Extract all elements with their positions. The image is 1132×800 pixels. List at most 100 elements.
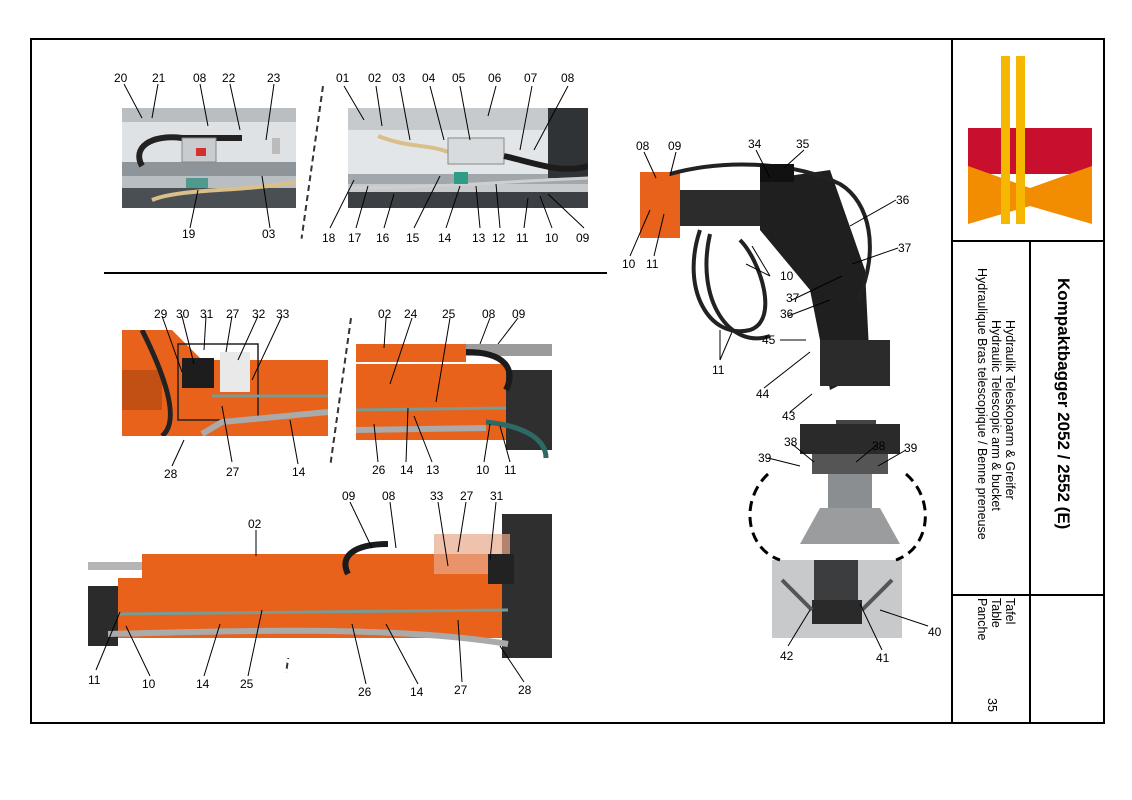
callout-label: 14 bbox=[196, 677, 210, 691]
callout-label: 10 bbox=[142, 677, 156, 691]
callout-label: 39 bbox=[904, 441, 918, 455]
callout-label: 37 bbox=[898, 241, 912, 255]
callout-label: 39 bbox=[758, 451, 772, 465]
callout-label: 45 bbox=[762, 333, 776, 347]
callout-label: 41 bbox=[876, 651, 890, 665]
callout-label: 14 bbox=[410, 685, 424, 699]
callout-label: 26 bbox=[358, 685, 372, 699]
callout-label: 11 bbox=[504, 463, 517, 477]
photo-arm-middle-right bbox=[356, 330, 552, 458]
drawing-frame bbox=[30, 38, 1105, 724]
callout-label: 11 bbox=[646, 257, 659, 271]
callout-label: 28 bbox=[518, 683, 532, 697]
photo-grab-cylinder bbox=[772, 560, 902, 638]
callout-label: 11 bbox=[712, 363, 725, 377]
callout-label: 03 bbox=[262, 227, 276, 241]
callout-label: 37 bbox=[786, 291, 800, 305]
callout-label: 38 bbox=[872, 439, 886, 453]
callout-label: 07 bbox=[524, 71, 538, 85]
callout-label: 29 bbox=[154, 307, 168, 321]
callout-label: 27 bbox=[454, 683, 468, 697]
callout-label: 13 bbox=[426, 463, 440, 477]
callout-label: 22 bbox=[222, 71, 236, 85]
panel-divider-line bbox=[104, 272, 607, 274]
photo-arm-top-left bbox=[122, 108, 296, 208]
callout-label: 09 bbox=[668, 139, 682, 153]
callout-label: 11 bbox=[88, 673, 101, 687]
callout-label: 40 bbox=[928, 625, 942, 639]
callout-label: 34 bbox=[748, 137, 762, 151]
callout-label: 06 bbox=[488, 71, 502, 85]
callout-label: 14 bbox=[400, 463, 414, 477]
callout-label: 25 bbox=[240, 677, 254, 691]
callout-label: 02 bbox=[248, 517, 262, 531]
callout-label: 15 bbox=[406, 231, 420, 245]
callout-label: 21 bbox=[152, 71, 166, 85]
callout-label: 14 bbox=[292, 465, 306, 479]
callout-label: 10 bbox=[780, 269, 794, 283]
callout-label: 30 bbox=[176, 307, 190, 321]
title-divider bbox=[1029, 240, 1031, 722]
callout-label: 08 bbox=[382, 489, 396, 503]
callout-label: 27 bbox=[226, 465, 240, 479]
callout-label: 08 bbox=[636, 139, 650, 153]
description-fr: Hydraulique Bras telescopique / Benne pr… bbox=[975, 268, 989, 540]
callout-label: 23 bbox=[267, 71, 281, 85]
callout-label: 27 bbox=[226, 307, 240, 321]
callout-label: 05 bbox=[452, 71, 466, 85]
callout-label: 02 bbox=[368, 71, 382, 85]
callout-label: 42 bbox=[780, 649, 794, 663]
callout-label: 08 bbox=[193, 71, 207, 85]
callout-label: 24 bbox=[404, 307, 418, 321]
callout-label: 20 bbox=[114, 71, 128, 85]
callout-label: 09 bbox=[576, 231, 590, 245]
callout-label: 32 bbox=[252, 307, 266, 321]
callout-label: 27 bbox=[460, 489, 474, 503]
callout-label: 33 bbox=[276, 307, 290, 321]
callout-label: 10 bbox=[622, 257, 636, 271]
product-title: Kompaktbagger 2052 / 2552 (E) bbox=[1054, 278, 1073, 530]
description-de: Hydraulik Teleskoparm & Greifer bbox=[1003, 320, 1017, 500]
callout-label: 28 bbox=[164, 467, 178, 481]
callout-label: 36 bbox=[896, 193, 910, 207]
callout-label: 13 bbox=[472, 231, 486, 245]
company-logo bbox=[953, 38, 1105, 242]
photo-arm-bottom bbox=[88, 514, 552, 658]
callout-label: 01 bbox=[336, 71, 350, 85]
callout-label: 44 bbox=[756, 387, 770, 401]
callout-label: 08 bbox=[561, 71, 575, 85]
callout-label: 31 bbox=[490, 489, 504, 503]
callout-label: 26 bbox=[372, 463, 386, 477]
callout-label: 12 bbox=[492, 231, 506, 245]
callout-label: 04 bbox=[422, 71, 436, 85]
logo-graphic bbox=[968, 56, 1092, 224]
callout-label: 09 bbox=[512, 307, 526, 321]
callout-label: 36 bbox=[780, 307, 794, 321]
callout-label: 35 bbox=[796, 137, 810, 151]
callout-label: 10 bbox=[545, 231, 559, 245]
callout-label: 14 bbox=[438, 231, 452, 245]
callout-label: 08 bbox=[482, 307, 496, 321]
callout-label: 38 bbox=[784, 435, 798, 449]
callout-label: 17 bbox=[348, 231, 362, 245]
callout-label: 19 bbox=[182, 227, 196, 241]
table-word-de: Tafel bbox=[1003, 598, 1017, 625]
description-en: Hydraulic Telescopic arm & bucket bbox=[989, 320, 1003, 511]
title-block: Kompaktbagger 2052 / 2552 (E) Hydraulik … bbox=[951, 38, 1105, 724]
callout-label: 11 bbox=[516, 231, 529, 245]
callout-label: 33 bbox=[430, 489, 444, 503]
callout-label: 02 bbox=[378, 307, 392, 321]
callout-label: 18 bbox=[322, 231, 336, 245]
photo-arm-top-middle bbox=[348, 108, 588, 208]
callout-label: 09 bbox=[342, 489, 356, 503]
photo-arm-middle-left bbox=[122, 330, 328, 436]
table-word-fr: Panche bbox=[975, 598, 989, 641]
callout-label: 16 bbox=[376, 231, 390, 245]
callout-label: 43 bbox=[782, 409, 796, 423]
table-word-en: Table bbox=[989, 598, 1003, 628]
page-number: 35 bbox=[985, 698, 999, 712]
callout-label: 25 bbox=[442, 307, 456, 321]
callout-label: 31 bbox=[200, 307, 214, 321]
photo-grab-rotator bbox=[800, 424, 900, 544]
callout-label: 03 bbox=[392, 71, 406, 85]
